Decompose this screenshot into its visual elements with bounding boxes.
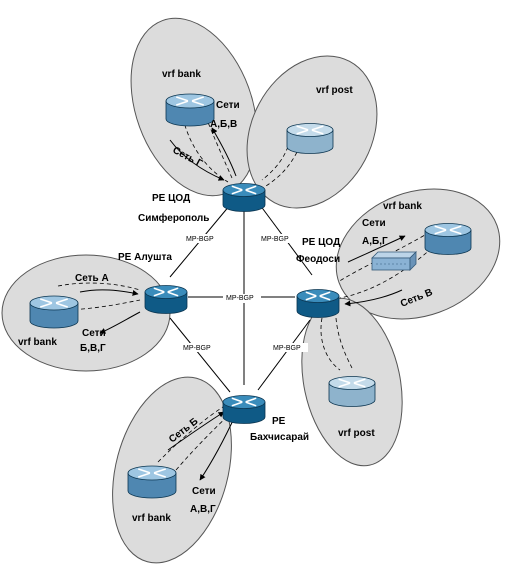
simferopol-bank-vrf-label: vrf bank <box>162 69 201 80</box>
link-feodosia-bakhchisaray <box>257 319 311 391</box>
alushta-bank-uplink <box>57 282 141 291</box>
simferopol-post-ce-router-icon <box>286 123 334 154</box>
simferopol-post-uplink-2 <box>265 145 301 187</box>
simferopol-net-g-arrow <box>169 139 225 181</box>
link-label-feodosia-bakhchisaray: MP-BGP <box>273 345 301 352</box>
simferopol-bank-nets-line2: А,Б,В <box>210 119 237 130</box>
simferopol-pe-label-line1: PE ЦОД <box>152 193 190 204</box>
simferopol-nets-arrow <box>211 127 237 177</box>
alushta-bank-nets-line1: Сети <box>82 328 106 339</box>
feodosia-post-vrf-label: vrf post <box>338 428 375 439</box>
bakhchisaray-bank-nets-line1: Сети <box>192 486 216 497</box>
feodosia-bank-uplink-2 <box>339 247 433 299</box>
feodosia-bank-nets-line1: Сети <box>362 218 386 229</box>
feodosia-bank-nets-line2: А,Б,Г <box>362 236 388 247</box>
link-label-alushta-feodosia: MP-BGP <box>226 295 254 302</box>
simferopol-bank-ce-router-icon <box>165 93 215 127</box>
alushta-bank-nets-line2: Б,В,Г <box>80 343 106 354</box>
link-label-alushta-bakhchisaray: MP-BGP <box>183 345 211 352</box>
alushta-nets-arrow <box>99 311 141 334</box>
feodosia-pe-router-icon <box>296 289 340 318</box>
feodosia-bank-site-bubble <box>335 188 501 320</box>
bakhchisaray-net-b-arrow <box>167 411 225 451</box>
bakhchisaray-bank-vrf-label: vrf bank <box>132 513 171 524</box>
simferopol-pe-router-icon <box>222 183 266 212</box>
link-alushta-bakhchisaray <box>169 317 231 393</box>
alushta-pe-label: PE Алушта <box>118 252 172 263</box>
feodosia-switch-icon <box>371 251 417 271</box>
simferopol-pe-label-line2: Симферополь <box>138 212 209 224</box>
bakhchisaray-bank-nets-line2: А,В,Г <box>190 504 216 515</box>
feodosia-bank-vrf-label: vrf bank <box>383 201 422 212</box>
feodosia-pe-label-line1: PE ЦОД <box>302 237 340 248</box>
link-labels: MP-BGP MP-BGP MP-BGP MP-BGP MP-BGP <box>180 234 308 352</box>
bakhchisaray-pe-router-icon <box>222 395 266 424</box>
bakhchisaray-bank-uplink <box>157 404 227 463</box>
feodosia-post-ce-router-icon <box>328 376 376 407</box>
feodosia-post-uplink-2 <box>335 317 353 369</box>
feodosia-pe-label-line2: Феодоси <box>296 254 340 265</box>
alushta-bank-vrf-label: vrf bank <box>18 337 57 348</box>
simferopol-post-vrf-label: vrf post <box>316 85 353 96</box>
link-label-simferopol-feodosia: MP-BGP <box>261 236 289 243</box>
simferopol-bank-nets-line1: Сети <box>216 100 240 111</box>
link-label-simferopol-alushta: MP-BGP <box>186 236 214 243</box>
alushta-pe-router-icon <box>144 285 188 314</box>
pe-labels: PE ЦОД Симферополь PE Алушта PE ЦОД Феод… <box>118 193 340 443</box>
bakhchisaray-bank-ce-router-icon <box>127 465 177 499</box>
alushta-bank-ce-router-icon <box>29 295 79 329</box>
routers <box>29 93 472 499</box>
bakhchisaray-pe-label-line1: PE <box>272 416 286 427</box>
bakhchisaray-pe-label-line2: Бахчисарай <box>250 432 309 443</box>
feodosia-net-v-arrow <box>344 289 403 307</box>
feodosia-bank-ce-router-icon <box>424 223 472 255</box>
alushta-net-a-arrow <box>79 289 139 296</box>
alushta-bank-net-label: Сеть А <box>75 273 109 284</box>
feodosia-nets-arrow <box>347 235 406 263</box>
feodosia-post-uplink <box>320 317 341 371</box>
